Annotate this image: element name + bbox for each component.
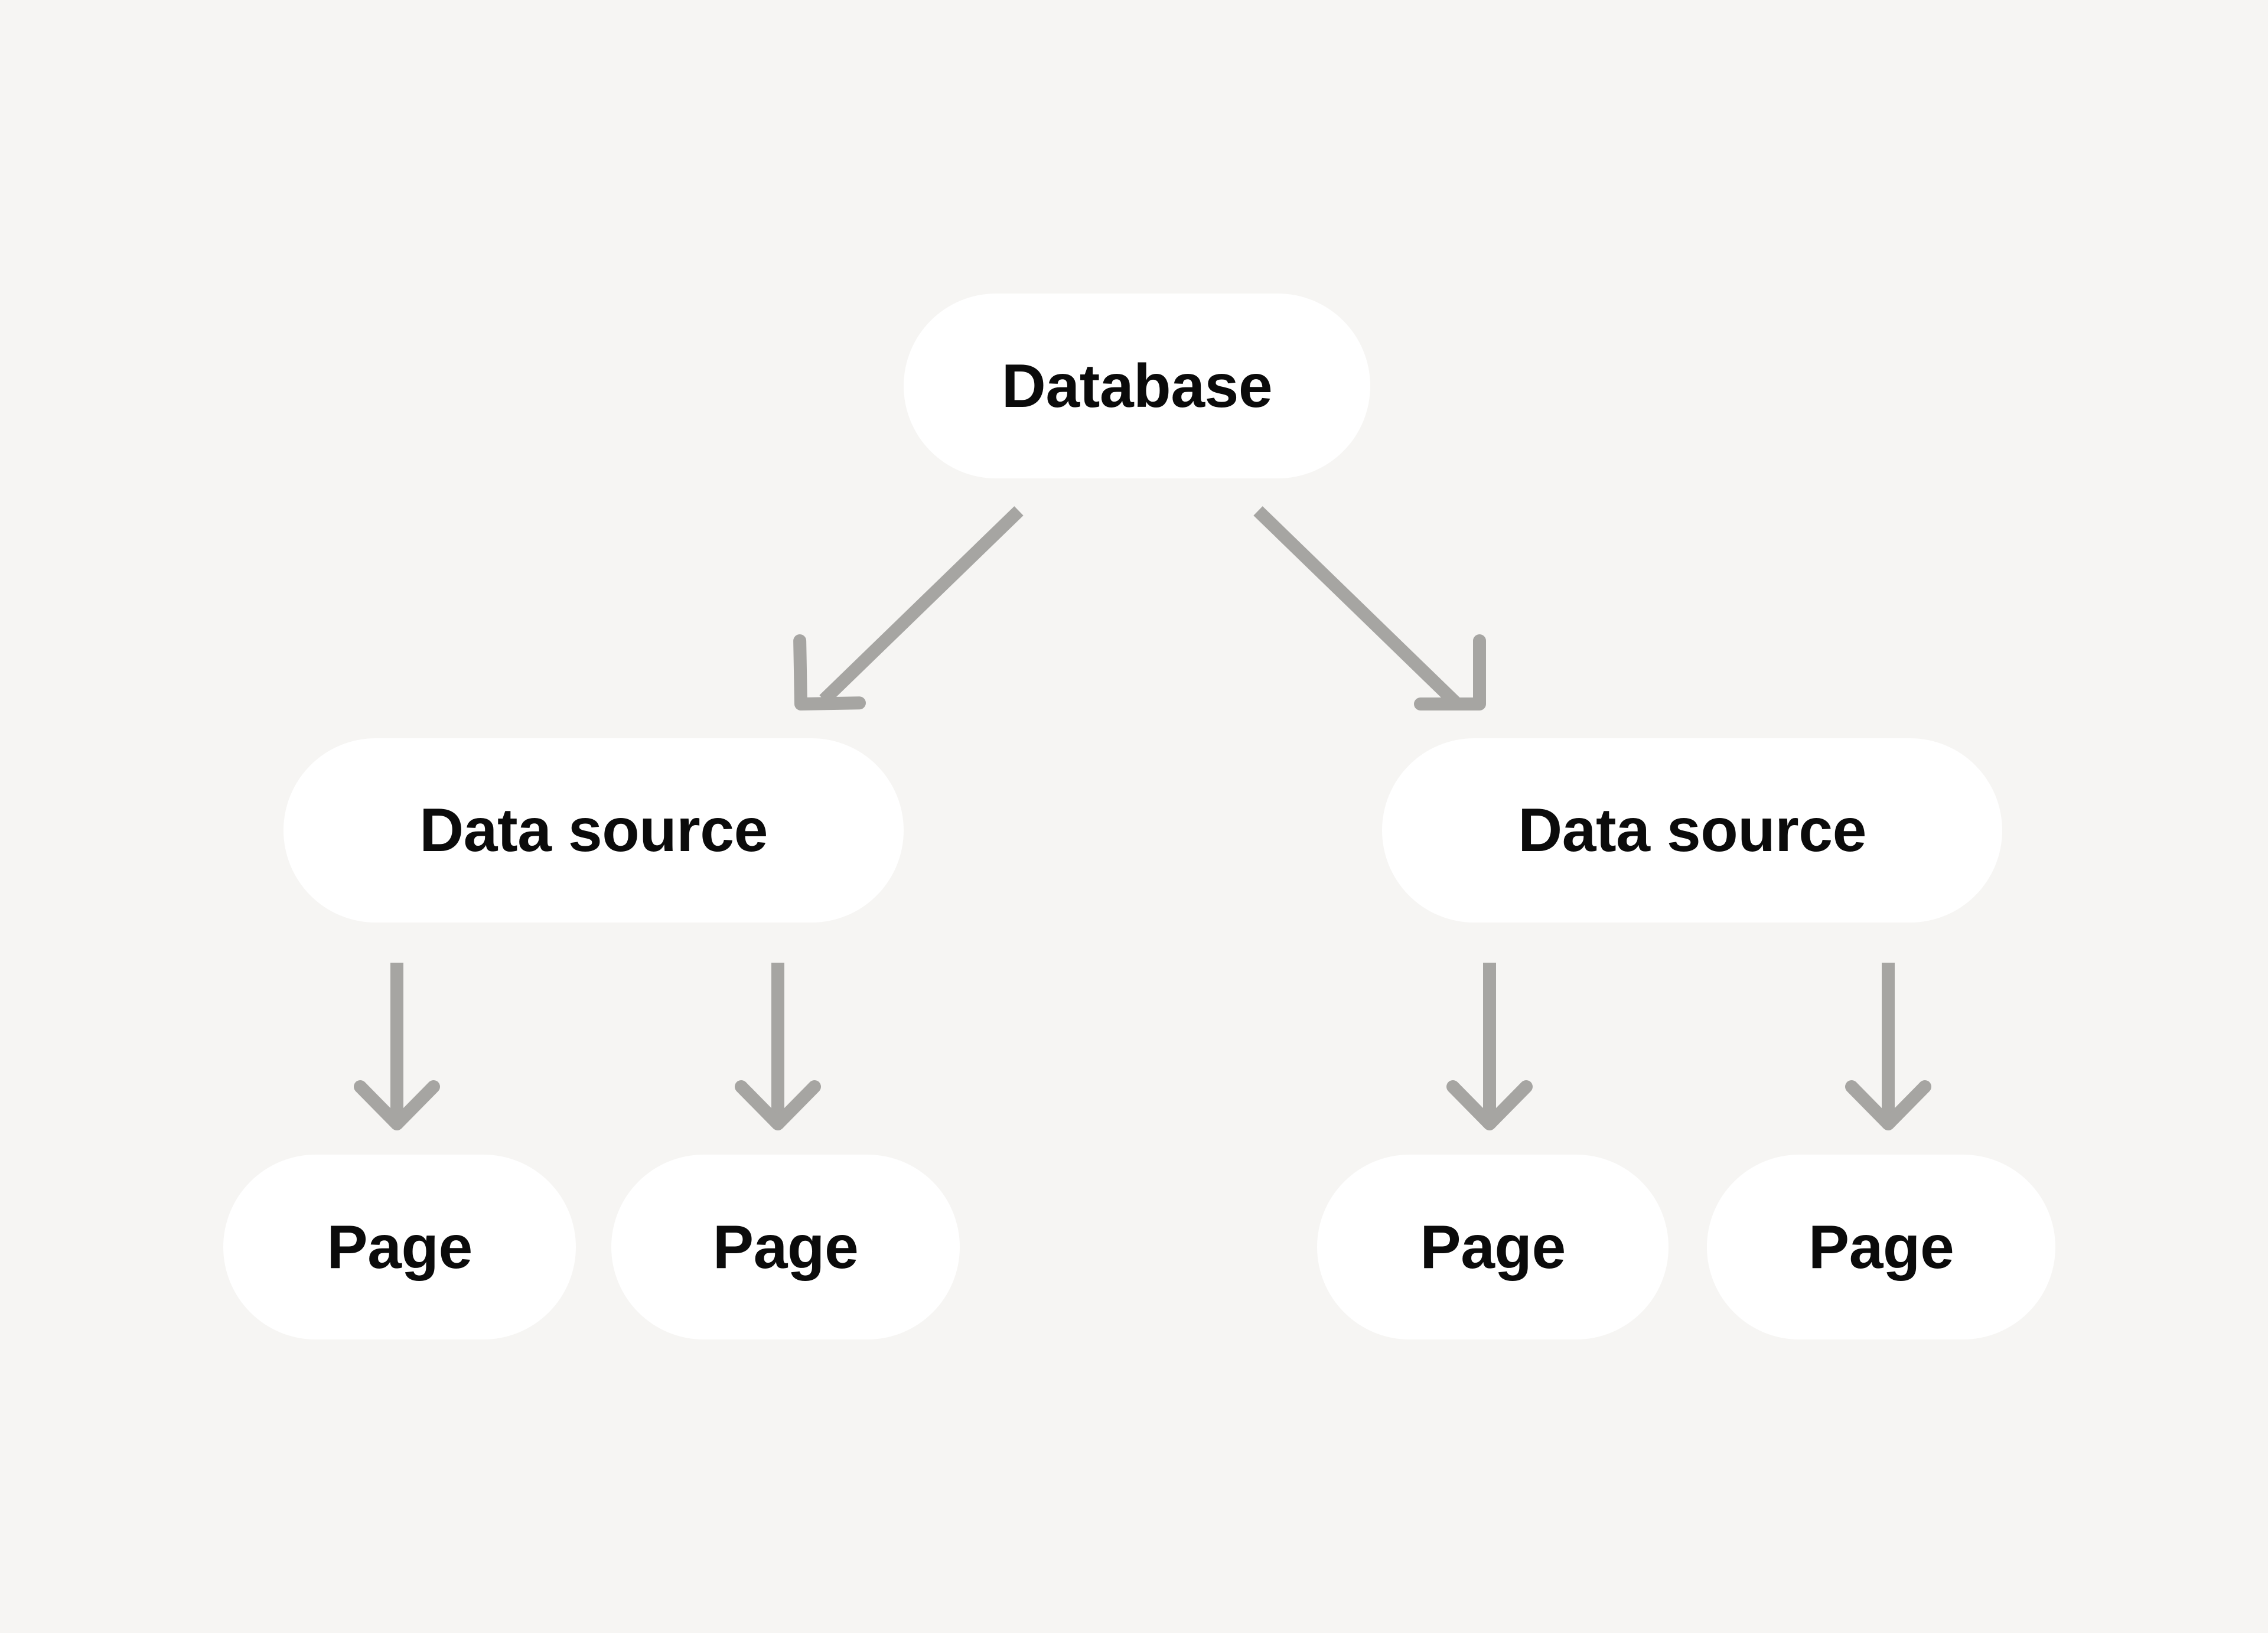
edge-data-source-left-to-page-1 — [354, 963, 440, 1130]
node-page-3[interactable]: Page — [1317, 1155, 1669, 1339]
node-page-1[interactable]: Page — [223, 1155, 576, 1339]
edge-data-source-right-to-page-4 — [1845, 963, 1931, 1130]
node-data-source-right[interactable]: Data source — [1382, 738, 2002, 923]
edge-data-source-right-to-page-3 — [1446, 963, 1533, 1130]
edge-database-to-data-source-right — [1253, 506, 1486, 710]
node-data-source-left[interactable]: Data source — [284, 738, 904, 923]
node-data-source-right-label: Data source — [1518, 796, 1866, 865]
edge-data-source-left-to-page-2 — [735, 963, 821, 1130]
node-page-2-label: Page — [712, 1212, 859, 1282]
node-page-4-label: Page — [1808, 1212, 1954, 1282]
node-database-label: Database — [1001, 351, 1273, 421]
node-page-4[interactable]: Page — [1707, 1155, 2055, 1339]
node-page-1-label: Page — [327, 1212, 472, 1282]
node-database[interactable]: Database — [904, 294, 1370, 478]
node-page-2[interactable]: Page — [611, 1155, 960, 1339]
node-data-source-left-label: Data source — [419, 796, 768, 865]
node-page-3-label: Page — [1420, 1212, 1566, 1282]
edge-database-to-data-source-left — [793, 506, 1024, 710]
